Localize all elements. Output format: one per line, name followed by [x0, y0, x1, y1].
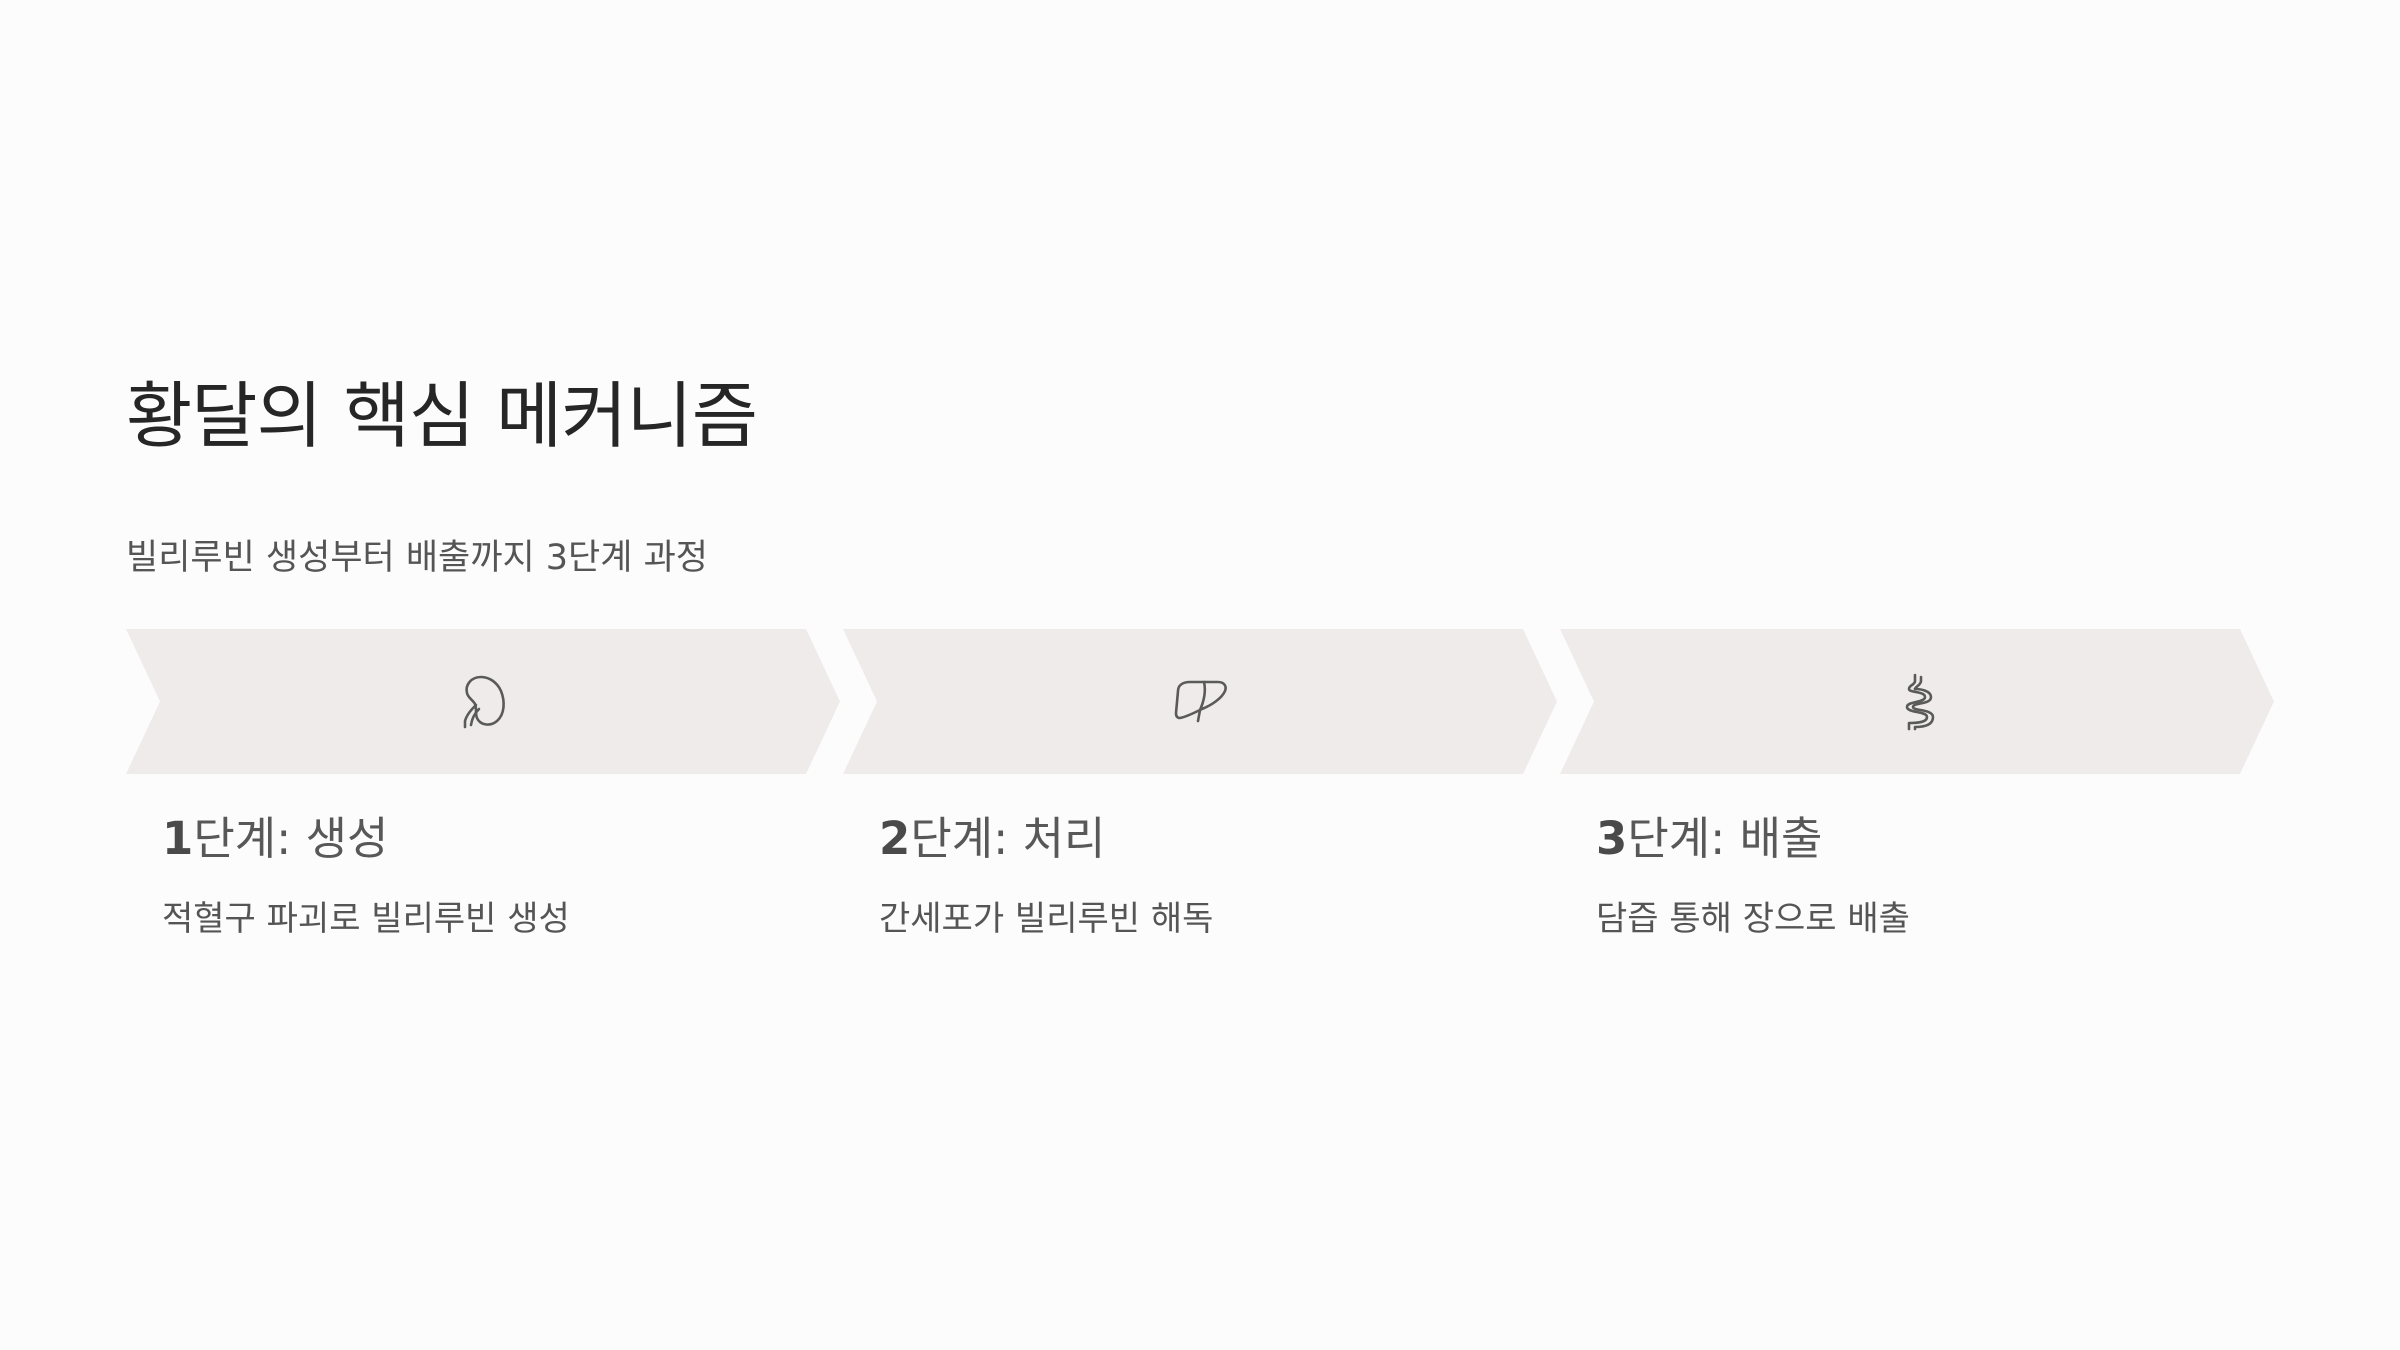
- kidney-icon: [451, 669, 515, 733]
- chevron-shape: [126, 629, 840, 774]
- step-3-title: 3단계: 배출: [1596, 807, 1822, 871]
- step-2: 2단계: 처리 간세포가 빌리루빈 해독: [843, 629, 1557, 969]
- chevron-shape: [843, 629, 1557, 774]
- page-title: 황달의 핵심 메커니즘: [126, 374, 758, 458]
- process-steps: 1단계: 생성 적혈구 파괴로 빌리루빈 생성 2단계: 처리 간세포가 빌리루…: [126, 629, 2274, 969]
- intestine-icon: [1885, 669, 1949, 733]
- step-label: 단계: 배출: [1627, 812, 1823, 865]
- step-3-chevron: [1560, 629, 2274, 774]
- step-number: 1: [162, 812, 194, 865]
- step-1: 1단계: 생성 적혈구 파괴로 빌리루빈 생성: [126, 629, 840, 969]
- step-3: 3단계: 배출 담즙 통해 장으로 배출: [1560, 629, 2274, 969]
- page-subtitle: 빌리루빈 생성부터 배출까지 3단계 과정: [126, 538, 708, 578]
- step-1-description: 적혈구 파괴로 빌리루빈 생성: [162, 899, 570, 939]
- step-label: 단계: 생성: [193, 812, 389, 865]
- step-2-description: 간세포가 빌리루빈 해독: [879, 899, 1214, 939]
- step-1-chevron: [126, 629, 840, 774]
- step-2-chevron: [843, 629, 1557, 774]
- step-number: 3: [1596, 812, 1628, 865]
- step-3-description: 담즙 통해 장으로 배출: [1596, 899, 1910, 939]
- step-2-title: 2단계: 처리: [879, 807, 1105, 871]
- step-number: 2: [879, 812, 911, 865]
- liver-icon: [1168, 669, 1232, 733]
- step-label: 단계: 처리: [910, 812, 1106, 865]
- step-1-title: 1단계: 생성: [162, 807, 388, 871]
